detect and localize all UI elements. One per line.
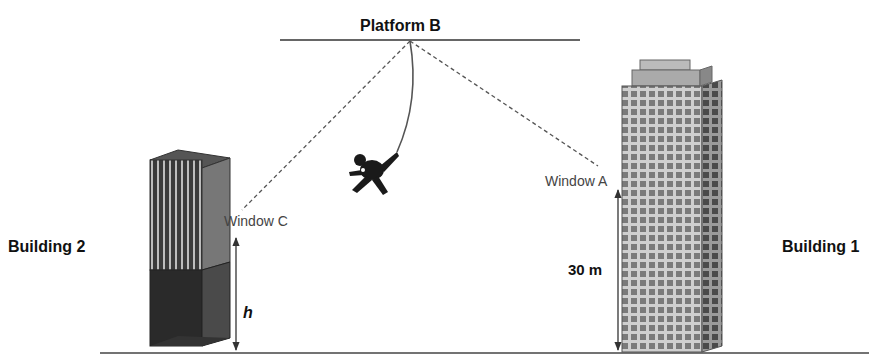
window-label: Window A <box>545 174 607 189</box>
building-label: Building 2 <box>8 238 85 256</box>
rope <box>397 41 413 152</box>
swinging-figure <box>349 152 399 195</box>
platform-label: Platform B <box>360 17 441 35</box>
window-label: Window C <box>224 214 288 229</box>
building-illustration <box>150 150 230 346</box>
building-illustration <box>622 60 722 352</box>
dimension-arrow <box>617 190 618 350</box>
dashed-line <box>410 41 598 166</box>
ground-line <box>100 352 869 354</box>
building-label: Building 1 <box>782 238 859 256</box>
dimension-label: h <box>243 304 253 322</box>
dimension-arrow <box>235 238 236 350</box>
platform-line <box>280 39 580 41</box>
dashed-line <box>242 41 410 210</box>
dimension-label: 30 m <box>568 262 602 279</box>
